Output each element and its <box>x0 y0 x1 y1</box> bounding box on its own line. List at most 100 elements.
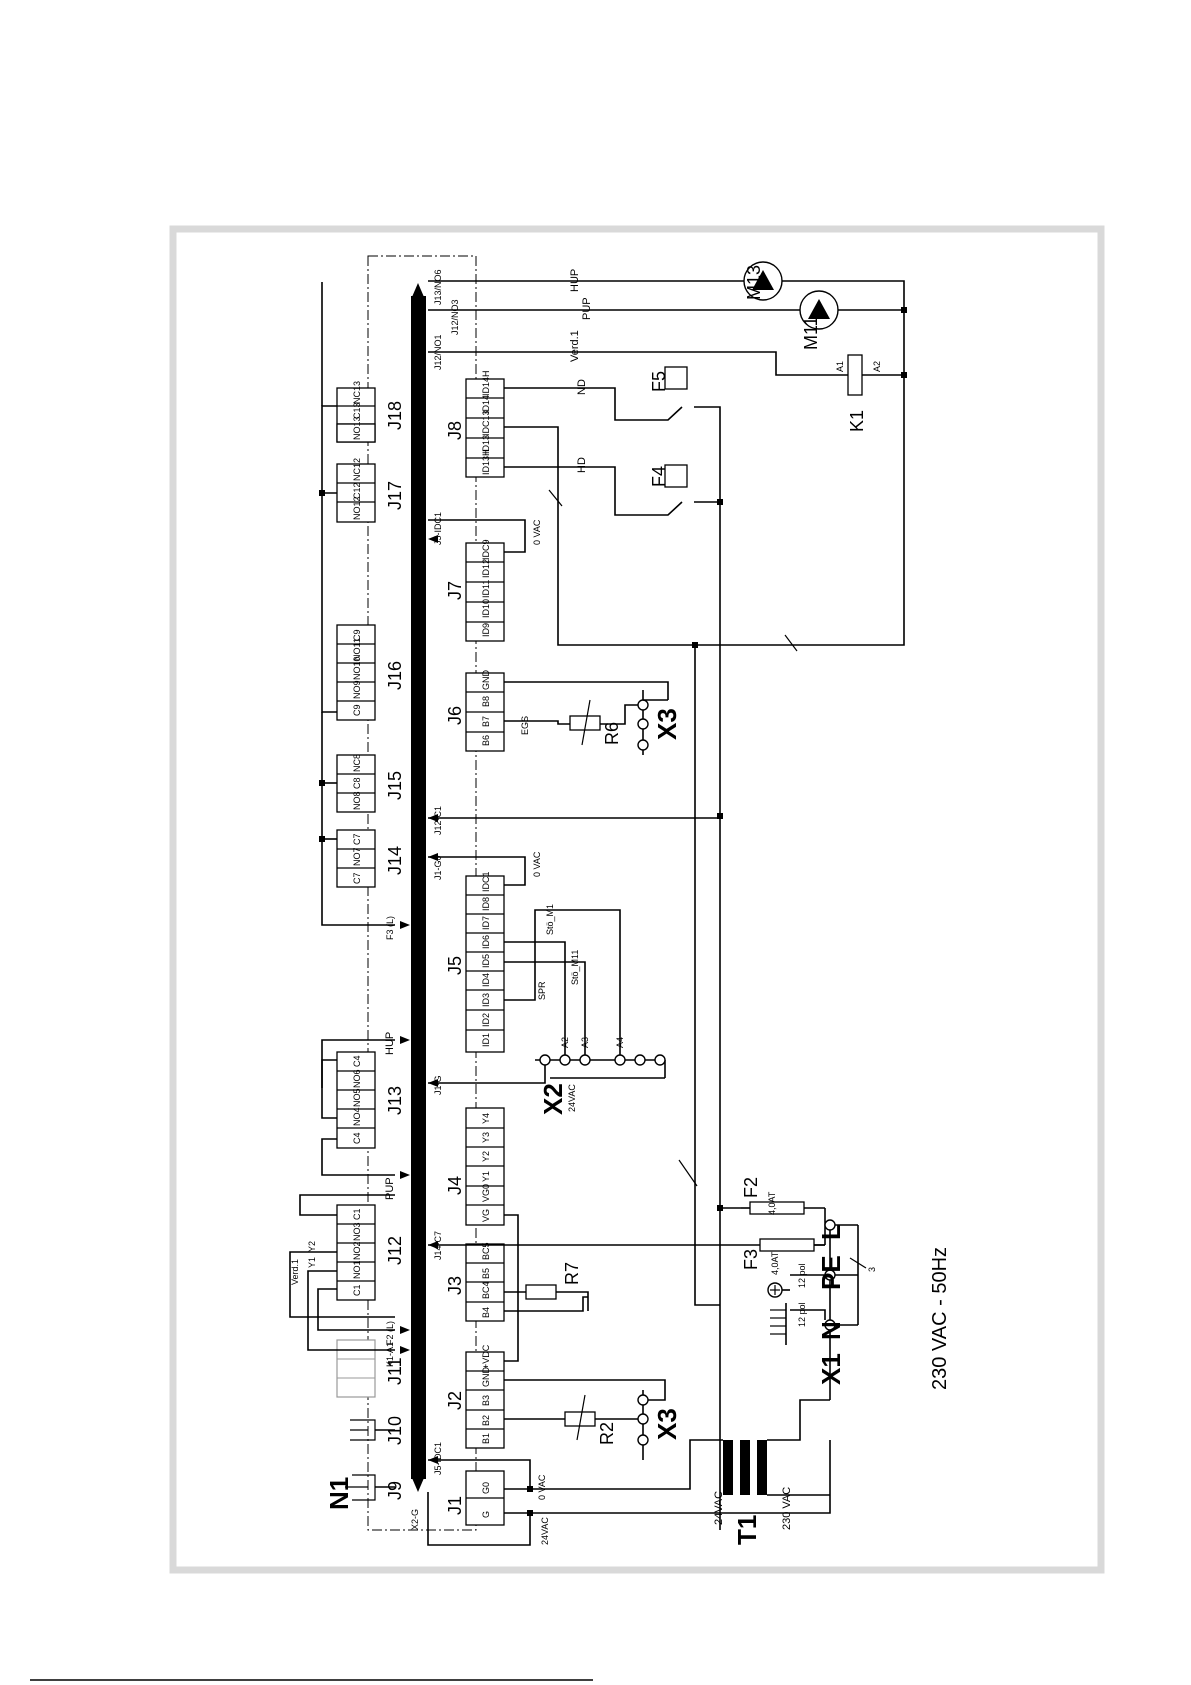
connector-j5 <box>465 875 505 1053</box>
pin-j18-c13: C13 <box>352 402 362 419</box>
label-j18: J18 <box>385 401 405 430</box>
label-n: N <box>816 1321 846 1340</box>
pin-j16-no10: NO10 <box>352 656 362 680</box>
label-x2: X2 <box>538 1083 568 1115</box>
label-12pol-b: 12 pol <box>797 1263 807 1288</box>
label-nd: ND <box>576 379 588 395</box>
label-f2: F2 <box>741 1177 761 1198</box>
resistor-r7 <box>525 1284 589 1311</box>
fuse-f2 <box>741 1201 825 1215</box>
label-t1-230vac: 230 VAC <box>781 1487 793 1530</box>
label-j15: J15 <box>385 771 405 800</box>
label-j11: J11 <box>385 1357 405 1385</box>
connector-j15 <box>336 754 376 813</box>
connector-j11 <box>336 1339 376 1398</box>
label-x2-a2: A2 <box>560 1037 570 1048</box>
label-pup: PUP <box>581 297 593 320</box>
resistor-r2 <box>564 1394 596 1441</box>
label-x3-upper: X3 <box>652 708 682 740</box>
label-r2: R2 <box>597 1422 617 1445</box>
pin-j13-no5: NO5 <box>352 1088 362 1107</box>
label-j5: J5 <box>445 956 465 975</box>
connector-j4 <box>465 1107 505 1226</box>
connector-j13 <box>336 1051 376 1149</box>
label-0vac-j1: 0 VAC <box>537 1474 547 1500</box>
pin-j4-y3: Y3 <box>481 1132 491 1143</box>
label-x2-a3: A3 <box>580 1037 590 1048</box>
terminal-x1 <box>767 1208 867 1400</box>
connector-j14 <box>336 829 376 888</box>
connector-j8 <box>465 378 505 478</box>
label-j1-g: J1-G <box>433 1075 443 1095</box>
pin-j14-c7b: C7 <box>352 833 362 845</box>
pin-j13-no6: NO6 <box>352 1069 362 1088</box>
relay-k1 <box>798 354 863 396</box>
label-hd: HD <box>576 457 588 473</box>
pin-j7-id12: ID12 <box>481 559 491 578</box>
connector-j6 <box>465 672 505 752</box>
pin-j6-b7: B7 <box>481 716 491 727</box>
pin-j1-g0: G0 <box>481 1482 491 1494</box>
label-f2-l: F2 (L) <box>385 1321 395 1345</box>
pin-j16-c9b: C9 <box>352 629 362 641</box>
pin-j5-idc1: IDC1 <box>481 871 491 892</box>
pin-j5-id2: ID2 <box>481 1013 491 1027</box>
connector-j16 <box>336 624 376 721</box>
label-j12-no3: J12/NO3 <box>450 299 460 335</box>
terminal-x2 <box>535 1054 666 1079</box>
pin-j2-gnd: GND <box>481 1367 491 1388</box>
pin-j17-no12: NO12 <box>352 496 362 520</box>
pin-j13-c4a: C4 <box>352 1132 362 1144</box>
label-l: L <box>816 1224 846 1240</box>
label-y2: Y2 <box>307 1241 317 1252</box>
pin-j3-b4: B4 <box>481 1307 491 1318</box>
label-r7: R7 <box>562 1262 582 1285</box>
pin-j5-id1: ID1 <box>481 1033 491 1047</box>
label-m13: M13 <box>744 265 764 300</box>
label-r6: R6 <box>602 722 622 745</box>
pin-j5-id3: ID3 <box>481 993 491 1007</box>
label-verd1-side: Verd.1 <box>290 1259 300 1285</box>
pin-j14-no7: NO7 <box>352 847 362 866</box>
label-0vac-j5: 0 VAC <box>532 851 542 877</box>
label-j3: J3 <box>445 1276 465 1295</box>
label-pe: PE <box>816 1255 846 1290</box>
label-y1: Y1 <box>307 1257 317 1268</box>
pin-j2-vdc: +VDC <box>481 1344 491 1369</box>
label-footer-supply: 230 VAC - 50Hz <box>929 1247 951 1390</box>
pin-j12-no1: NO1 <box>352 1260 362 1279</box>
label-j12-no1: J12/NO1 <box>433 334 443 370</box>
label-j1-g0: J1-G0 <box>433 855 443 880</box>
label-m11: M11 <box>801 316 821 350</box>
transformer-t1 <box>723 1399 830 1496</box>
pin-j8-id13h: ID13H <box>481 449 491 475</box>
n-comb <box>770 1303 787 1345</box>
label-f3: F3 <box>741 1249 761 1270</box>
label-sto-m1: Stö_M1 <box>545 904 555 935</box>
pump-m13 <box>743 261 783 301</box>
label-j10: J10 <box>385 1416 405 1445</box>
pin-j16-c9a: C9 <box>352 704 362 716</box>
label-j8: J8 <box>445 421 465 440</box>
pin-j18-no13: NO13 <box>352 416 362 440</box>
connector-j17 <box>336 463 376 523</box>
terminal-x3-lower <box>637 1390 649 1460</box>
label-x2-24vac: 24VAC <box>567 1084 577 1112</box>
label-n1: N1 <box>324 1477 354 1510</box>
label-x1: X1 <box>816 1353 846 1385</box>
pin-j18-nc13: NC13 <box>352 381 362 404</box>
switch-f4 <box>664 464 688 488</box>
resistor-r6 <box>569 699 601 746</box>
pin-j2-b1: B1 <box>481 1433 491 1444</box>
label-j2: J2 <box>445 1391 465 1410</box>
connector-j1 <box>465 1470 505 1526</box>
pin-j15-no8: NO8 <box>352 791 362 810</box>
label-j13: J13 <box>385 1086 405 1115</box>
label-f3-l: F3 (L) <box>385 916 395 940</box>
pin-j6-gnd: GND <box>481 670 491 691</box>
pin-j12-no3: NO3 <box>352 1222 362 1241</box>
pin-j3-b5: B5 <box>481 1268 491 1279</box>
pin-j6-b8: B8 <box>481 696 491 707</box>
label-f5: F5 <box>649 371 669 392</box>
